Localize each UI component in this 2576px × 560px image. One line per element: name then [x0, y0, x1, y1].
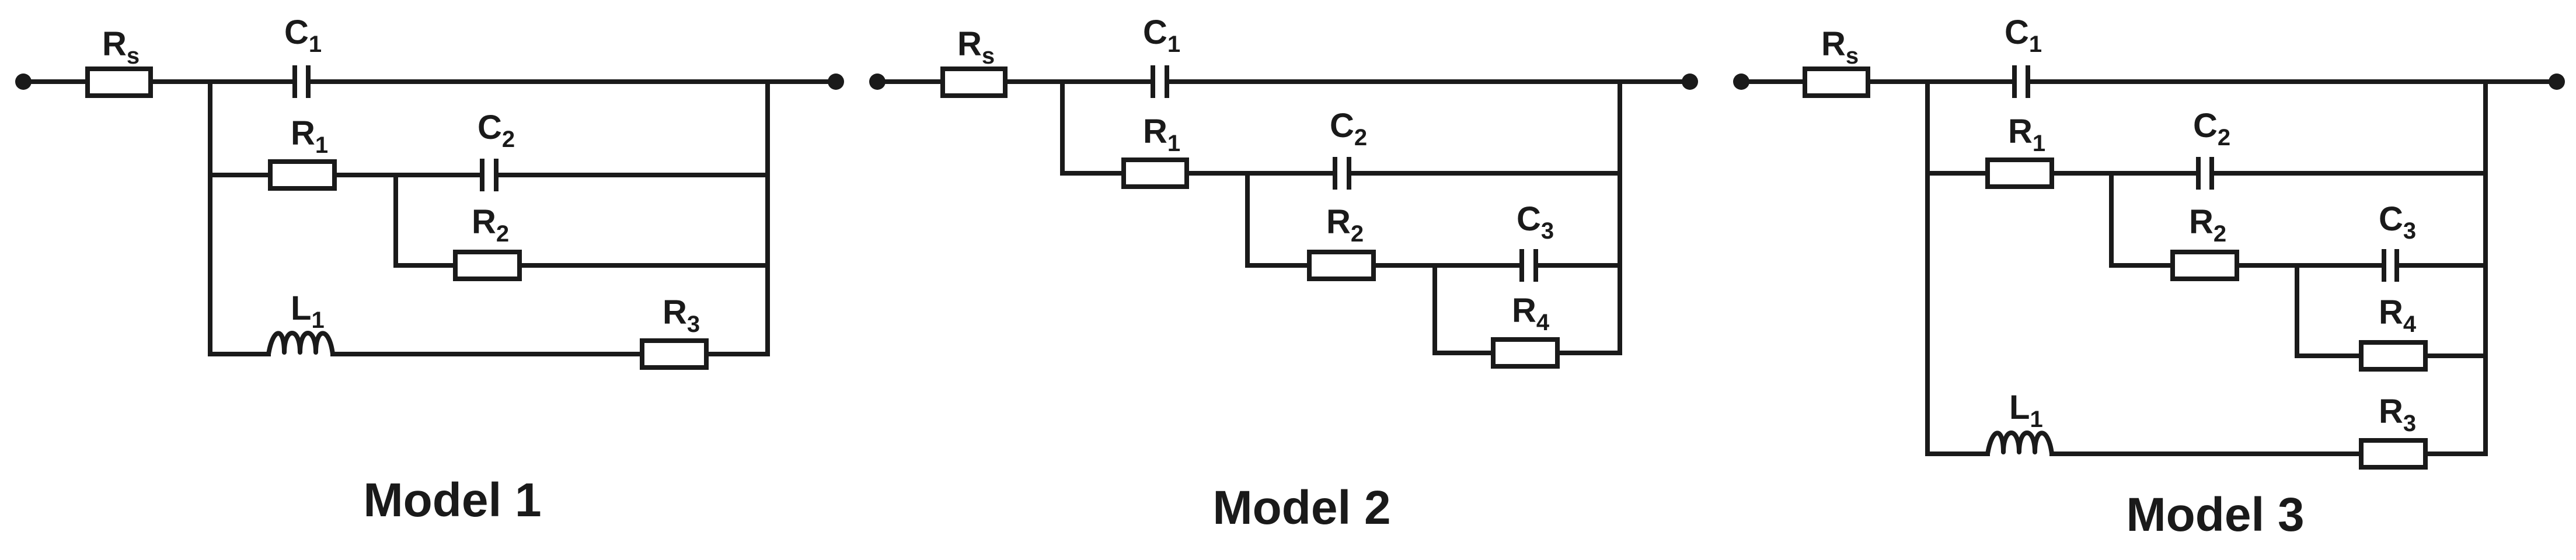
model-1-label-rs: Rs	[102, 25, 140, 69]
model-3-label-c1: C1	[2005, 13, 2042, 57]
model-2-label-rs: Rs	[957, 25, 995, 69]
model-3-label-l1: L1	[2009, 388, 2043, 432]
model-1-title: Model 1	[363, 474, 541, 527]
model-3-label-r2: R2	[2189, 203, 2226, 247]
model-3-label-r1: R1	[2008, 113, 2045, 156]
model-1-output-terminal	[828, 74, 844, 90]
model-3-label-rs: Rs	[1821, 25, 1859, 69]
model-2-label-c3: C3	[1517, 200, 1554, 244]
model-2-title: Model 2	[1212, 481, 1390, 534]
model-3-resistor-r2	[2170, 250, 2239, 281]
model-2-resistor-rs	[940, 66, 1008, 98]
model-2-label-r4: R4	[1512, 292, 1550, 335]
model-3-label-c3: C3	[2379, 200, 2416, 244]
model-1-input-terminal	[15, 74, 32, 90]
model-1-resistor-r1	[268, 159, 337, 191]
model-2-input-terminal	[869, 74, 886, 90]
model-3-label-r3: R3	[2379, 393, 2416, 436]
model-2-output-terminal	[1682, 74, 1698, 90]
model-2-label-c1: C1	[1143, 13, 1180, 57]
model-2-resistor-r1	[1121, 158, 1189, 189]
model-3-resistor-r3	[2359, 438, 2428, 470]
model-2-circuit: Rs C1 R1 C2 R2 C3 R4 Model 2	[869, 13, 1698, 534]
model-1-label-c2: C2	[477, 108, 515, 152]
model-3-title: Model 3	[2126, 488, 2304, 541]
model-1-label-r2: R2	[472, 203, 509, 247]
model-1-label-c1: C1	[284, 13, 322, 57]
model-1-label-l1: L1	[291, 289, 325, 333]
model-1-resistor-r2	[453, 250, 522, 281]
model-3-output-terminal	[2549, 74, 2565, 90]
model-1-resistor-rs	[85, 66, 153, 98]
model-3-circuit: Rs C1 R1 C2 R2 C3 R4 L1 R3 Model 3	[1733, 13, 2565, 541]
model-2-label-c2: C2	[1330, 107, 1367, 150]
model-3-input-terminal	[1733, 74, 1749, 90]
model-1-label-r3: R3	[663, 293, 700, 337]
model-3-resistor-r1	[1985, 158, 2054, 189]
model-2-label-r2: R2	[1326, 203, 1364, 247]
model-3-resistor-rs	[1803, 66, 1870, 98]
model-2-resistor-r2	[1307, 250, 1376, 281]
model-1-inductor-l1	[266, 331, 335, 355]
model-1-circuit: Rs C1 R1 C2 R2 L1 R3 Model 1	[15, 13, 844, 527]
model-2-label-r1: R1	[1143, 113, 1180, 156]
model-3-label-c2: C2	[2193, 107, 2230, 150]
model-3-resistor-r4	[2359, 340, 2428, 372]
model-3-label-r4: R4	[2379, 293, 2417, 337]
model-3-inductor-l1	[1985, 430, 2054, 454]
model-2-resistor-r4	[1491, 337, 1560, 369]
model-1-resistor-r3	[640, 338, 709, 370]
model-1-label-r1: R1	[291, 114, 328, 158]
